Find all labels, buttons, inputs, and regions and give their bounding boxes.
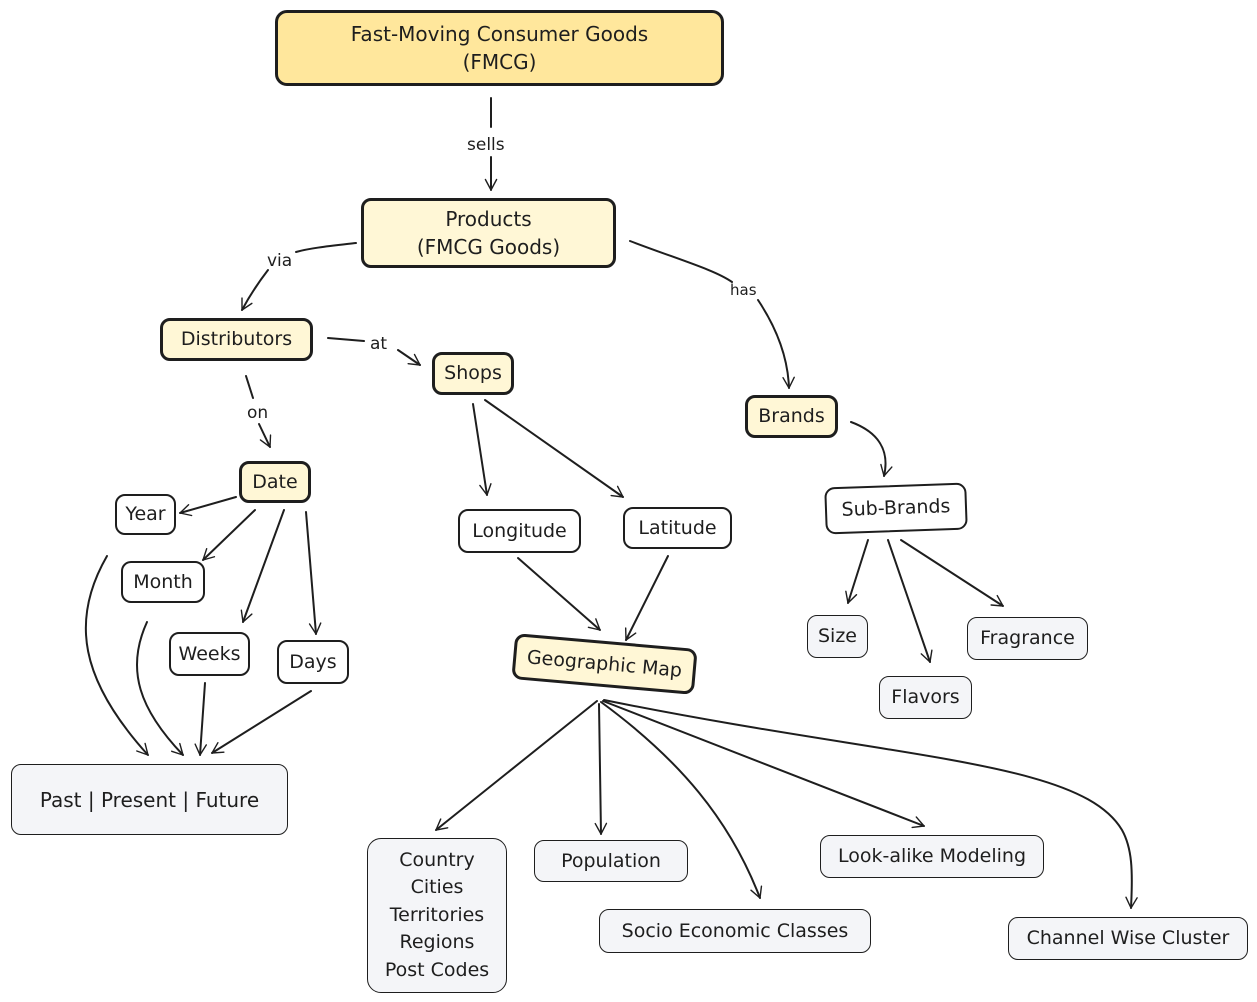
- edge-distributors-shops: [327, 337, 420, 365]
- node-distributors[interactable]: Distributors: [160, 318, 313, 361]
- edge-products-brands: [629, 240, 789, 388]
- node-channel-cluster[interactable]: Channel Wise Cluster: [1008, 917, 1248, 960]
- edge-month-timeframe: [135, 621, 184, 756]
- edge-subbrands-size: [845, 539, 869, 604]
- edge-date-year: [179, 496, 237, 517]
- edge-geomap-population: [594, 703, 608, 835]
- edge-shops-latitude: [484, 399, 624, 498]
- node-latitude[interactable]: Latitude: [623, 507, 732, 549]
- node-size[interactable]: Size: [807, 615, 868, 658]
- node-products[interactable]: Products (FMCG Goods): [361, 198, 616, 268]
- edge-date-month: [202, 509, 256, 561]
- node-weeks[interactable]: Weeks: [169, 632, 250, 676]
- node-fmcg[interactable]: Fast-Moving Consumer Goods (FMCG): [275, 10, 724, 86]
- node-flavors[interactable]: Flavors: [879, 676, 972, 719]
- edge-geomap-lookalike: [602, 700, 925, 829]
- node-timeframe[interactable]: Past | Present | Future: [11, 764, 288, 835]
- edge-shops-longitude: [472, 403, 492, 496]
- node-year[interactable]: Year: [115, 494, 176, 535]
- edge-subbrands-flavors: [887, 539, 933, 663]
- edge-geomap-socio: [600, 701, 763, 899]
- node-shops[interactable]: Shops: [432, 352, 514, 395]
- edge-brands-subbrands: [850, 421, 893, 477]
- edge-date-weeks: [240, 509, 285, 623]
- edge-date-days: [305, 511, 322, 635]
- edge-geomap-channel: [603, 699, 1138, 909]
- edge-label-at: at: [370, 334, 387, 354]
- node-fragrance[interactable]: Fragrance: [967, 617, 1088, 660]
- edge-days-timeframe: [211, 690, 312, 754]
- edge-distributors-date: [245, 375, 270, 447]
- edge-products-distributors: [242, 242, 357, 310]
- edge-weeks-timeframe: [194, 682, 208, 756]
- edge-subbrands-fragrance: [900, 539, 1004, 607]
- edge-label-sells: sells: [467, 135, 505, 155]
- node-lookalike[interactable]: Look-alike Modeling: [820, 835, 1044, 878]
- node-date[interactable]: Date: [239, 461, 311, 503]
- node-days[interactable]: Days: [277, 640, 349, 684]
- edge-label-via: via: [267, 251, 292, 271]
- edge-year-timeframe: [84, 555, 149, 756]
- edge-label-has: has: [730, 281, 757, 299]
- node-population[interactable]: Population: [534, 840, 688, 882]
- node-sub-brands[interactable]: Sub-Brands: [824, 482, 968, 535]
- node-brands[interactable]: Brands: [745, 395, 838, 438]
- edge-longitude-geomap: [517, 557, 601, 631]
- edge-latitude-geomap: [624, 555, 669, 641]
- node-longitude[interactable]: Longitude: [458, 509, 581, 553]
- edge-geomap-geolevels: [435, 700, 598, 831]
- edge-label-on: on: [247, 403, 268, 423]
- node-month[interactable]: Month: [121, 561, 205, 603]
- node-socio-economic[interactable]: Socio Economic Classes: [599, 909, 871, 953]
- node-geo-levels[interactable]: Country Cities Territories Regions Post …: [367, 838, 507, 993]
